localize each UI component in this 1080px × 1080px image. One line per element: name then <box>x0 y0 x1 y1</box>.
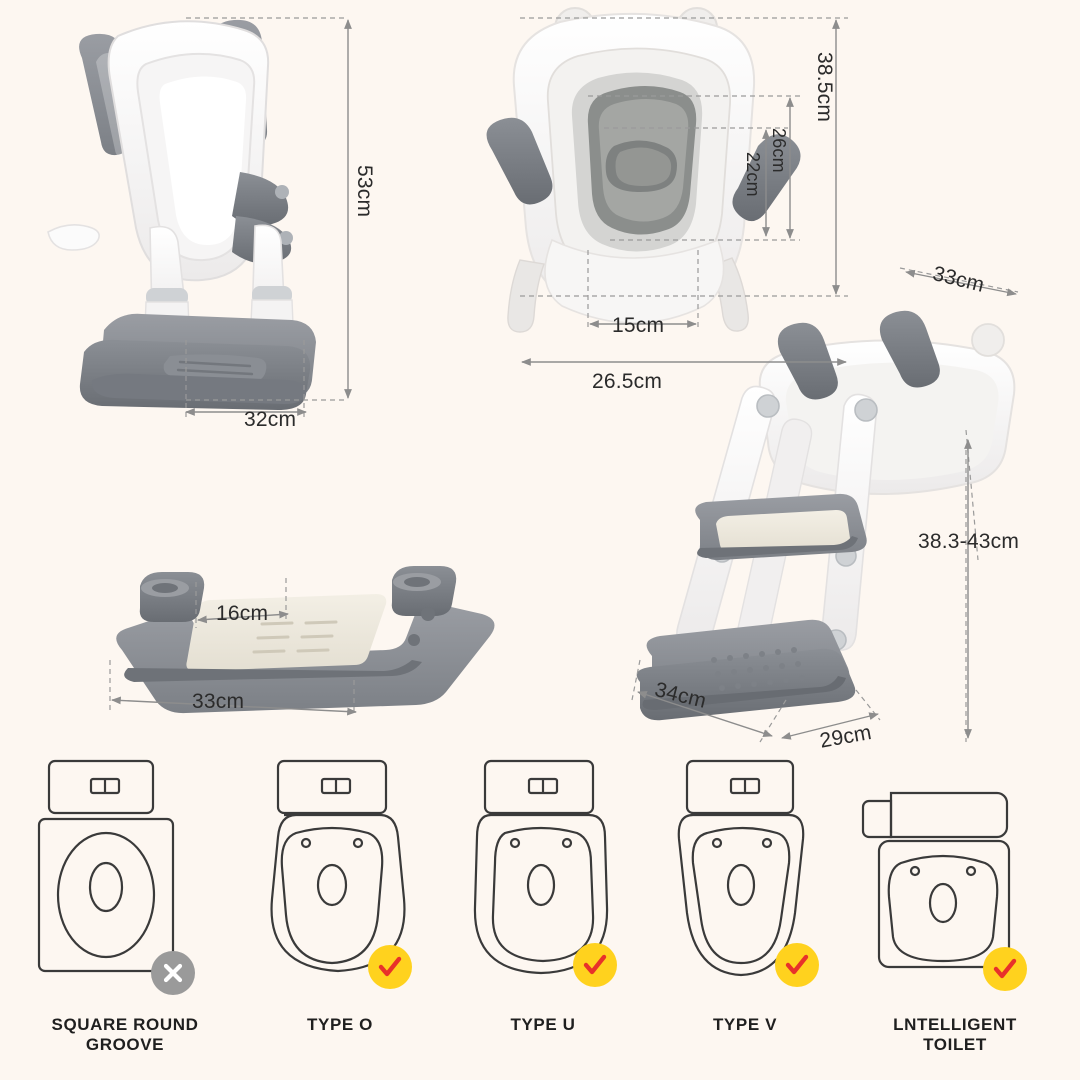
toilet-outline-type-o <box>270 759 406 973</box>
check-icon <box>993 958 1017 979</box>
compat-caption: TYPE U <box>443 1015 643 1035</box>
cross-icon <box>163 963 183 983</box>
dim-label-front-total-width: 26.5cm <box>592 370 663 393</box>
badge-check <box>983 947 1027 991</box>
check-icon <box>785 954 809 975</box>
compat-item-type-o: TYPE O <box>240 745 440 1080</box>
toilet-outline-square-round-groove <box>37 759 175 973</box>
compatibility-row: SQUARE ROUND GROOVE <box>0 745 1080 1080</box>
dim-label-step-width: 16cm <box>216 602 269 625</box>
dim-label-front-opening-height: 22cm <box>743 152 763 197</box>
compat-caption: TYPE O <box>240 1015 440 1035</box>
compat-item-type-v: TYPE V <box>645 745 845 1080</box>
caption-line-1: TYPE U <box>510 1015 576 1034</box>
caption-line-2: GROOVE <box>85 1035 165 1054</box>
badge-check <box>368 945 412 989</box>
dim-label-ladder-height-range: 38.3-43cm <box>918 530 1020 553</box>
dim-label-side-height: 53cm <box>353 165 376 218</box>
product-step-platform <box>116 566 495 714</box>
compat-caption: TYPE V <box>645 1015 845 1035</box>
compat-item-type-u: TYPE U <box>443 745 643 1080</box>
compat-caption: LNTELLIGENT TOILET <box>855 1015 1055 1055</box>
product-ladder-view <box>636 310 1016 721</box>
dim-label-front-outer-height: 38.5cm <box>813 52 836 123</box>
product-side-view <box>47 19 316 410</box>
compat-item-square-round-groove: SQUARE ROUND GROOVE <box>25 745 225 1080</box>
caption-line-1: TYPE V <box>712 1015 778 1034</box>
compat-item-intelligent-toilet: LNTELLIGENT TOILET <box>855 745 1055 1080</box>
badge-cross <box>151 951 195 995</box>
dim-label-step-length: 33cm <box>192 690 245 713</box>
check-icon <box>378 956 402 977</box>
dim-label-ladder-base-width: 34cm <box>652 678 709 713</box>
check-icon <box>583 954 607 975</box>
badge-check <box>775 943 819 987</box>
caption-line-1: LNTELLIGENT <box>893 1015 1017 1034</box>
compat-caption: SQUARE ROUND GROOVE <box>25 1015 225 1055</box>
toilet-outline-type-v <box>677 759 805 977</box>
dim-label-front-inner-height: 26cm <box>769 128 789 173</box>
caption-line-1: TYPE O <box>307 1015 373 1034</box>
dim-label-ladder-seat-depth: 33cm <box>930 262 987 297</box>
badge-check <box>573 943 617 987</box>
caption-line-1: SQUARE ROUND <box>51 1015 199 1034</box>
caption-line-2: TOILET <box>923 1035 987 1054</box>
dim-label-front-opening-width: 15cm <box>612 314 665 337</box>
dim-label-side-depth: 32cm <box>244 408 297 431</box>
